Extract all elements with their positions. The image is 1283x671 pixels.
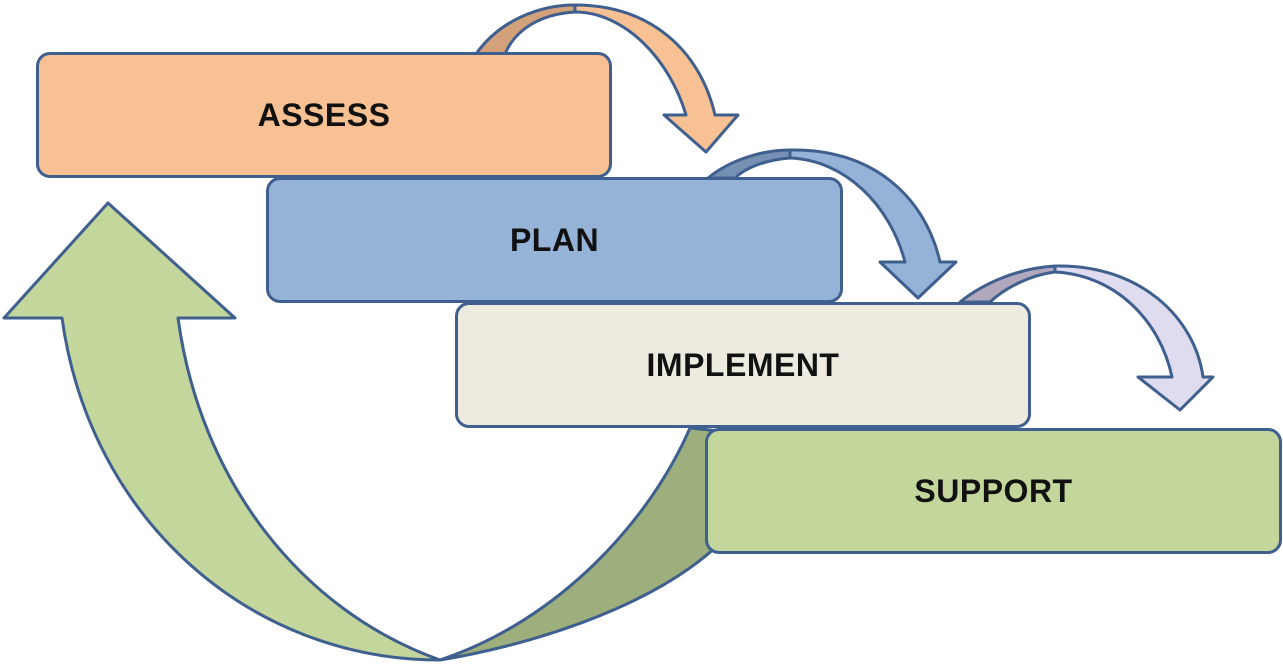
return-arrow-back [438,426,742,662]
stage-plan: PLAN [266,177,843,303]
stage-assess: ASSESS [36,52,612,178]
curved-down-arrow-icon [788,148,958,300]
stage-implement: IMPLEMENT [455,302,1031,428]
stage-support: SUPPORT [705,428,1282,554]
arrow-assess-back [474,3,577,56]
curved-down-arrow-icon [1053,264,1215,412]
stage-label: PLAN [509,221,600,258]
arrow-implement-back [958,264,1057,304]
curved-up-arrow-icon [2,201,442,662]
stage-label: ASSESS [257,96,391,133]
stage-label: IMPLEMENT [646,346,840,383]
curved-down-arrow-icon [573,3,740,154]
arrow-plan-back [706,148,792,180]
stage-label: SUPPORT [914,472,1073,509]
